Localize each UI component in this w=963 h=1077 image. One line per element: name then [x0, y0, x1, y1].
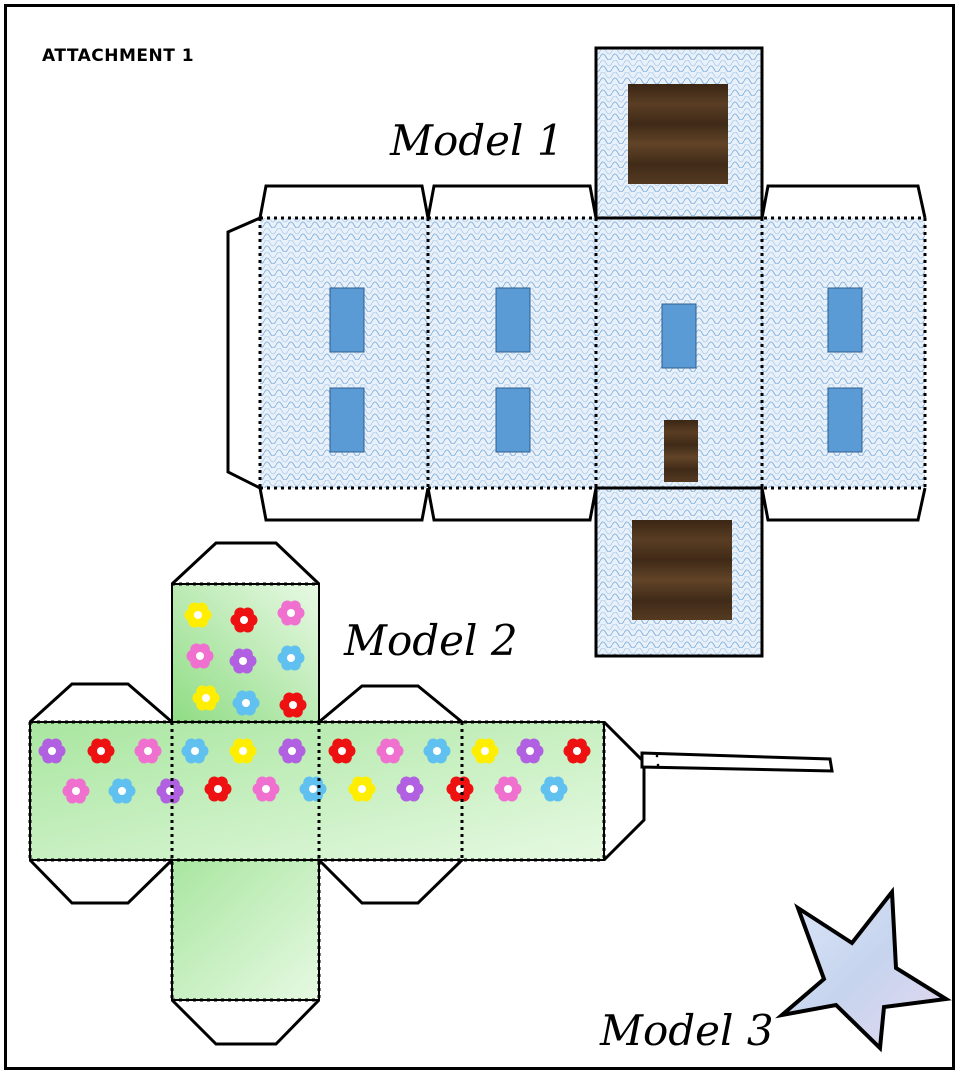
flower [277, 645, 305, 671]
flower [232, 690, 260, 716]
glue-flap [426, 184, 598, 219]
attachment-title: ATTACHMENT 1 [42, 46, 195, 66]
window [495, 287, 531, 353]
model-1-net [226, 46, 927, 658]
flower [134, 738, 162, 764]
star [775, 886, 952, 1053]
flower [328, 738, 356, 764]
flower [494, 776, 522, 802]
flower [348, 776, 376, 802]
flower [540, 776, 568, 802]
flower [192, 685, 220, 711]
glue-flap [170, 541, 321, 586]
glue-flap [317, 858, 464, 905]
glue-flap [226, 216, 261, 490]
glue-flap [258, 487, 430, 522]
glue-flap [28, 682, 173, 724]
house-wall-strip [260, 218, 925, 488]
window [329, 387, 365, 453]
window [827, 387, 863, 453]
flower [184, 602, 212, 628]
model-2-label: Model 2 [344, 616, 518, 665]
model-3-star-wand [640, 751, 952, 1053]
flower [108, 778, 136, 804]
flower [38, 738, 66, 764]
flower [423, 738, 451, 764]
roof-tile-top [628, 84, 728, 184]
flower [376, 738, 404, 764]
glue-flap [318, 684, 463, 724]
flower [230, 607, 258, 633]
flower-pattern [38, 600, 591, 804]
flower [229, 648, 257, 674]
model-2-net [28, 541, 646, 1046]
glue-flap [426, 487, 598, 522]
roof-tile-bottom [632, 520, 732, 620]
flower [299, 776, 327, 802]
flower [87, 738, 115, 764]
window [329, 287, 365, 353]
flower [278, 738, 306, 764]
flower [204, 776, 232, 802]
glue-flap [170, 998, 321, 1046]
window [661, 303, 697, 369]
flower [471, 738, 499, 764]
wand-stick [640, 751, 834, 773]
flower [277, 600, 305, 626]
model-1-label: Model 1 [390, 116, 564, 165]
window [495, 387, 531, 453]
glue-flap [28, 858, 174, 905]
glue-flap [258, 184, 430, 219]
window [827, 287, 863, 353]
cube-face-bottom [171, 859, 320, 1001]
glue-flap [760, 184, 927, 219]
flower [279, 692, 307, 718]
door [664, 420, 698, 482]
flower [181, 738, 209, 764]
flower [396, 776, 424, 802]
glue-flap [602, 720, 646, 862]
flower [62, 778, 90, 804]
model-3-label: Model 3 [600, 1006, 774, 1055]
flower [516, 738, 544, 764]
flower [229, 738, 257, 764]
glue-flap [760, 487, 927, 522]
flower [252, 776, 280, 802]
flower [563, 738, 591, 764]
flower [186, 643, 214, 669]
